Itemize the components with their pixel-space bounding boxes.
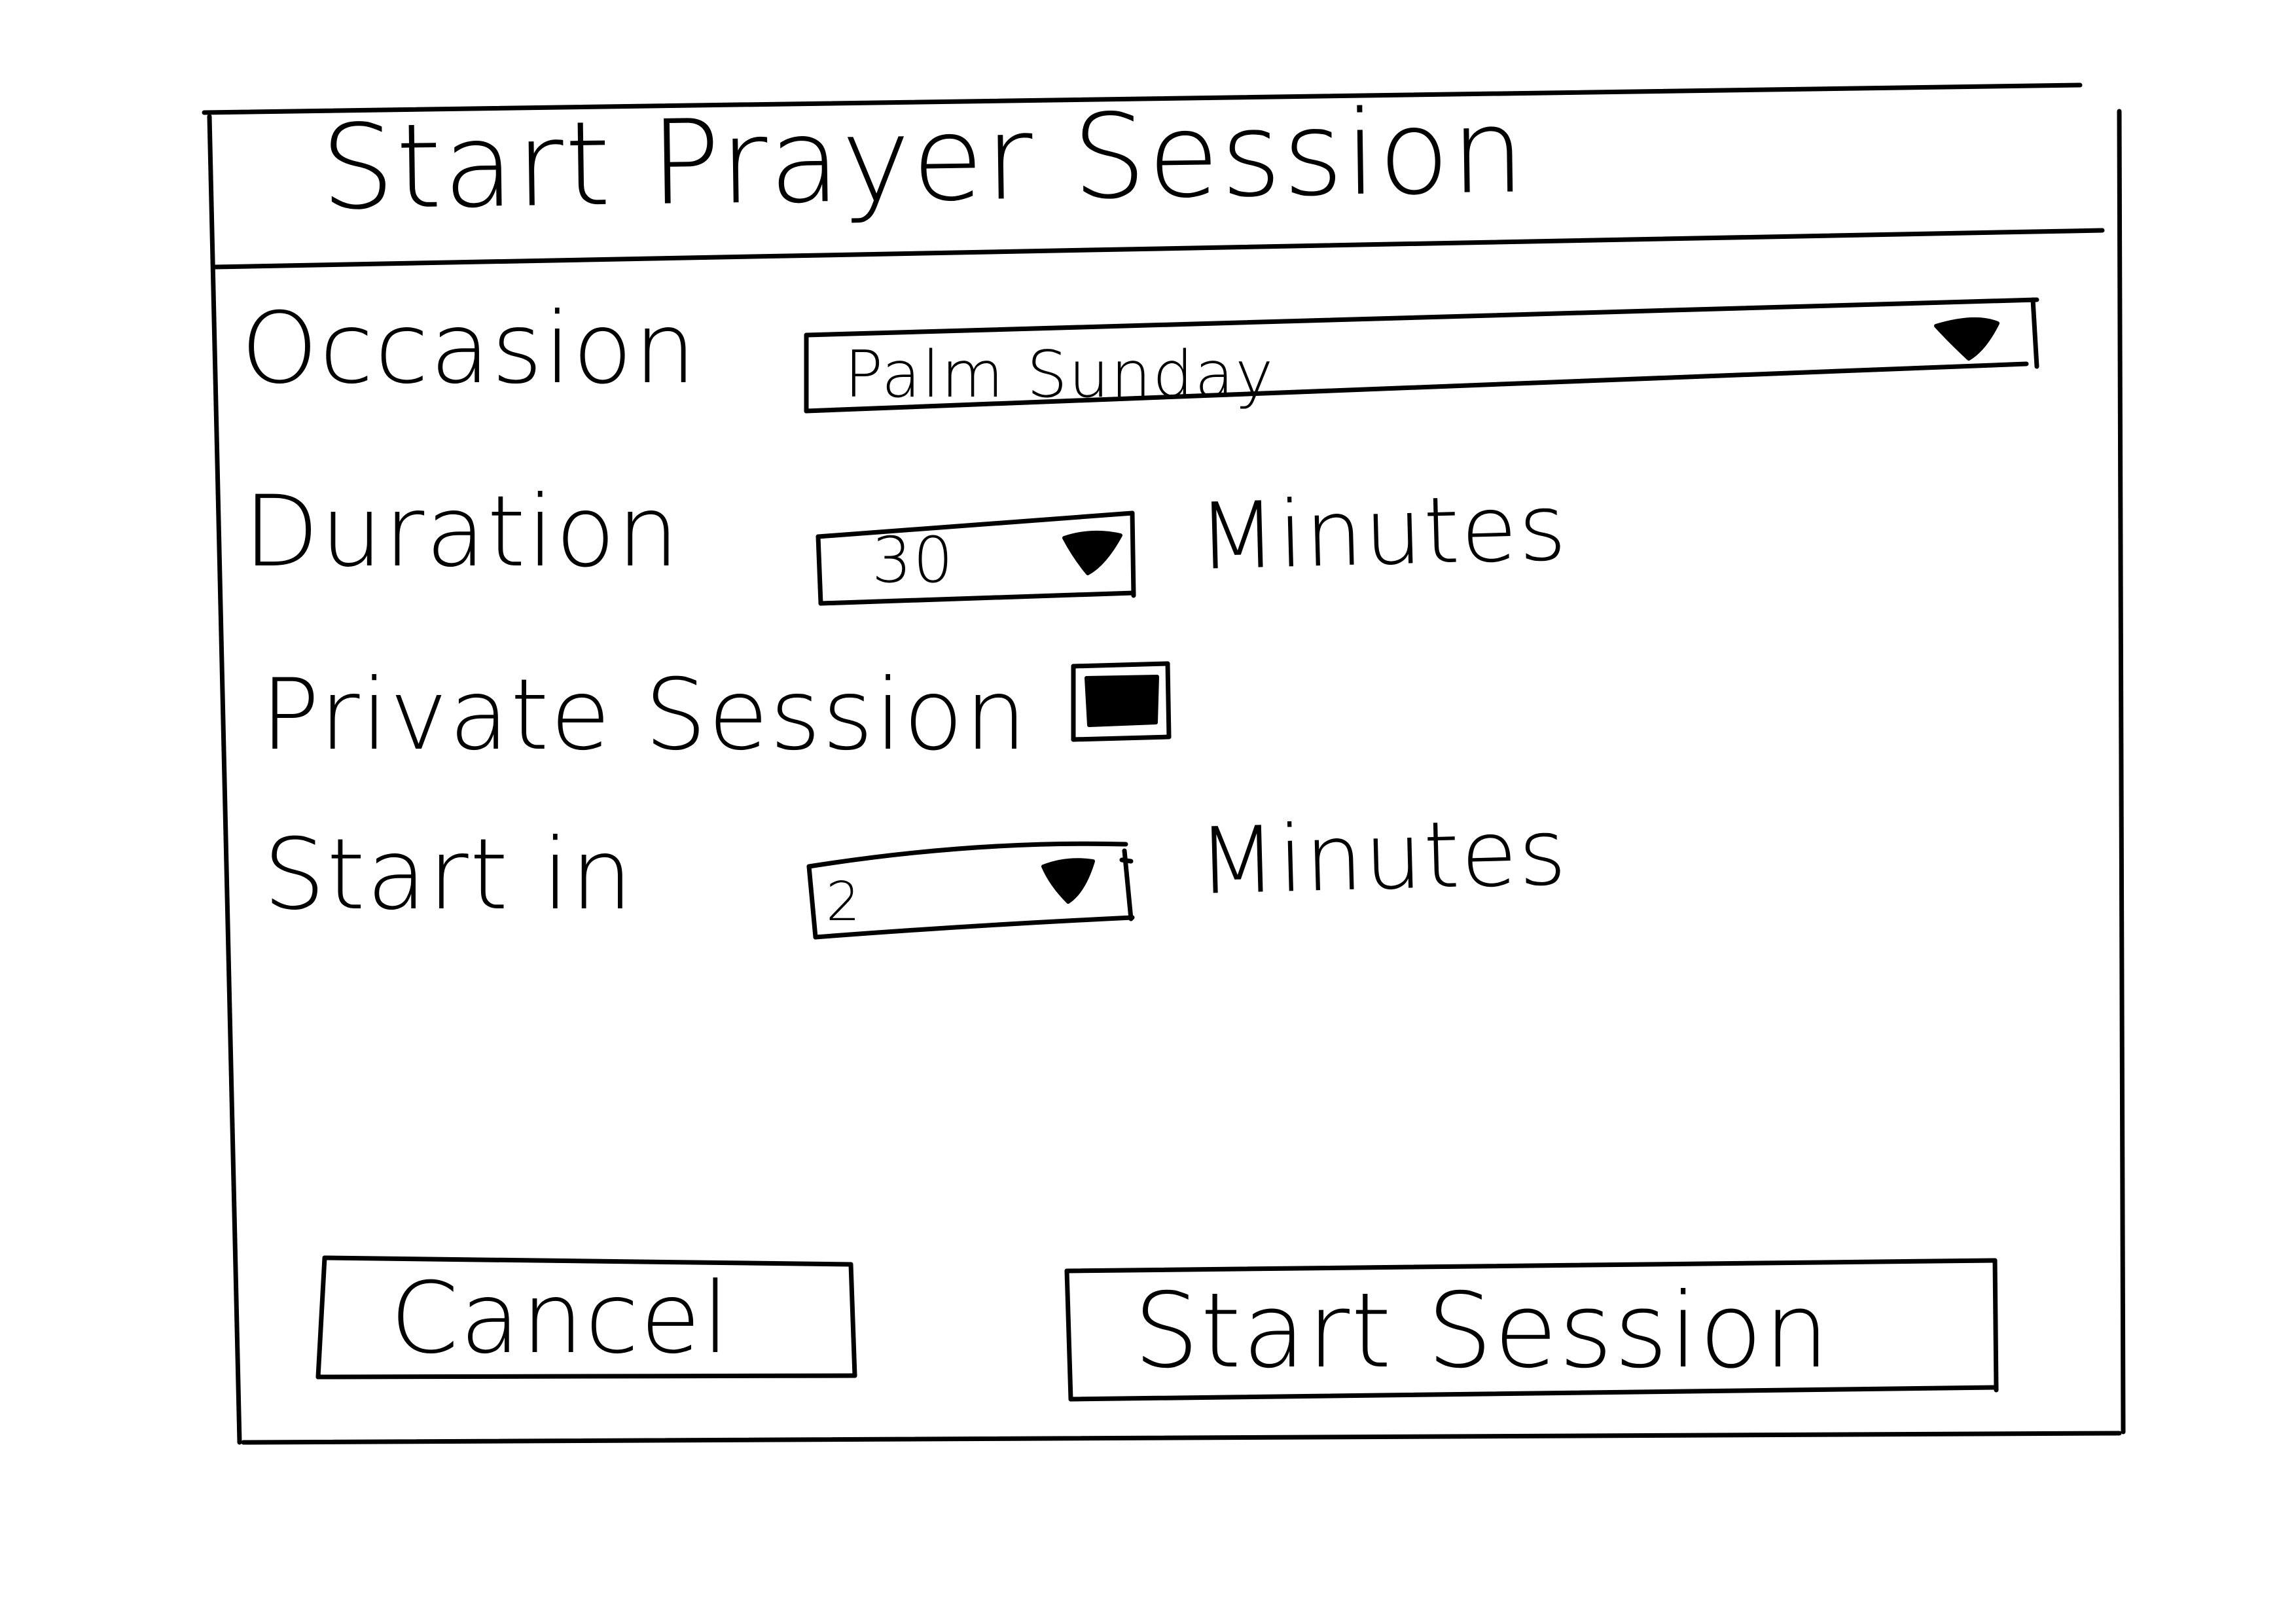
start-session-button-label: Start Session <box>1134 1271 1831 1391</box>
start-in-unit: Minutes <box>1196 799 1570 916</box>
cancel-button-frame <box>315 1255 857 1380</box>
startin-dropdown-frame <box>806 841 1135 940</box>
cancel-button[interactable] <box>313 1250 860 1384</box>
duration-dropdown-frame <box>816 510 1136 606</box>
occasion-selected-value: Palm Sunday <box>844 338 1275 412</box>
start-session-button[interactable] <box>1062 1255 2004 1406</box>
occasion-dropdown-frame <box>804 297 2039 414</box>
occasion-dropdown[interactable] <box>804 296 2038 410</box>
start-in-label: Start in <box>263 818 634 932</box>
dialog-frame <box>202 82 2126 1445</box>
private-session-checkbox[interactable] <box>1068 660 1172 746</box>
title-divider <box>212 228 2105 270</box>
cancel-button-label: Cancel <box>390 1262 731 1376</box>
start-session-button-frame <box>1064 1258 1999 1402</box>
occasion-label: Occasion <box>241 292 698 406</box>
duration-label: Duration <box>243 475 681 589</box>
startin-dropdown-arrow <box>1041 858 1095 904</box>
start-in-selected-value: 2 <box>826 871 862 933</box>
dialog-title: Start Prayer Session <box>319 83 1527 236</box>
duration-dropdown[interactable] <box>818 510 1138 603</box>
duration-unit: Minutes <box>1196 474 1570 591</box>
private-session-label: Private Session <box>260 658 1028 772</box>
occasion-dropdown-arrow <box>1934 317 2000 361</box>
private-session-checkbox-frame <box>1071 661 1172 742</box>
start-in-dropdown[interactable] <box>805 839 1143 942</box>
duration-dropdown-arrow <box>1062 530 1122 575</box>
duration-selected-value: 30 <box>872 524 955 597</box>
